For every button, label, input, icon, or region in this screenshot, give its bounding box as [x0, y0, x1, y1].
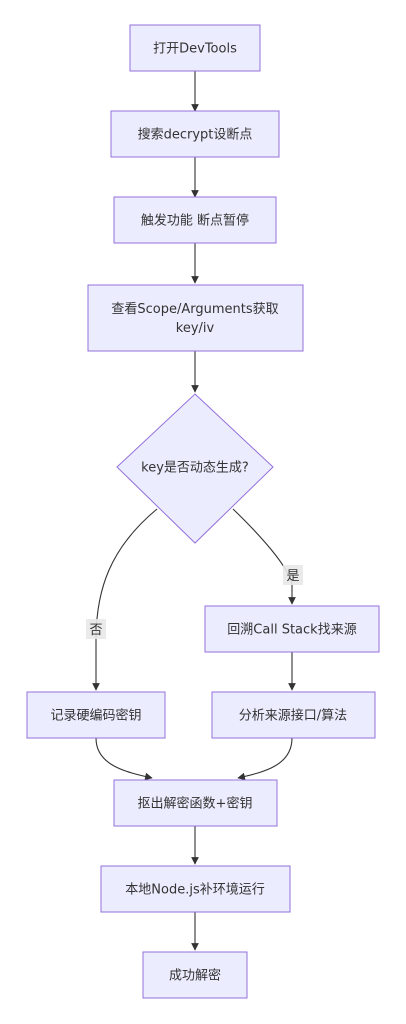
- svg-text:分析来源接口/算法: 分析来源接口/算法: [239, 708, 347, 724]
- svg-text:搜索decrypt设断点: 搜索decrypt设断点: [138, 128, 253, 143]
- svg-text:key/iv: key/iv: [176, 321, 215, 336]
- svg-text:查看Scope/Arguments获取: 查看Scope/Arguments获取: [111, 301, 278, 317]
- svg-text:成功解密: 成功解密: [169, 968, 221, 984]
- node-trace-call-stack: 回溯Call Stack找来源: [204, 605, 380, 653]
- edge-label-yes: 是: [283, 565, 303, 585]
- node-open-devtools: 打开DevTools: [129, 24, 261, 72]
- edge-decision-yes: [232, 508, 296, 605]
- svg-text:触发功能 断点暂停: 触发功能 断点暂停: [141, 213, 249, 229]
- edge-label-no: 否: [86, 619, 106, 639]
- svg-text:抠出解密函数+密钥: 抠出解密函数+密钥: [138, 796, 253, 812]
- node-analyze-source: 分析来源接口/算法: [211, 691, 376, 739]
- svg-text:是: 是: [286, 569, 299, 584]
- svg-text:回溯Call Stack找来源: 回溯Call Stack找来源: [227, 622, 356, 638]
- node-record-hardcoded-key: 记录硬编码密钥: [26, 691, 166, 739]
- edge-record-to-extract: [95, 737, 153, 781]
- svg-text:本地Node.js补环境运行: 本地Node.js补环境运行: [125, 883, 264, 898]
- svg-text:记录硬编码密钥: 记录硬编码密钥: [50, 708, 141, 724]
- node-decrypt-success: 成功解密: [142, 951, 248, 999]
- node-run-in-node: 本地Node.js补环境运行: [100, 865, 291, 913]
- edge-analyze-to-extract: [237, 737, 293, 781]
- edge-decision-no: [92, 508, 158, 691]
- svg-text:否: 否: [89, 623, 102, 638]
- svg-text:打开DevTools: 打开DevTools: [153, 42, 237, 57]
- node-extract-function: 抠出解密函数+密钥: [113, 779, 278, 827]
- node-trigger-pause: 触发功能 断点暂停: [113, 196, 277, 244]
- node-inspect-scope: 查看Scope/Arguments获取 key/iv: [87, 284, 304, 352]
- decision-key-dynamic: key是否动态生成?: [116, 393, 274, 544]
- node-search-decrypt: 搜索decrypt设断点: [110, 110, 280, 158]
- svg-text:key是否动态生成?: key是否动态生成?: [141, 461, 249, 476]
